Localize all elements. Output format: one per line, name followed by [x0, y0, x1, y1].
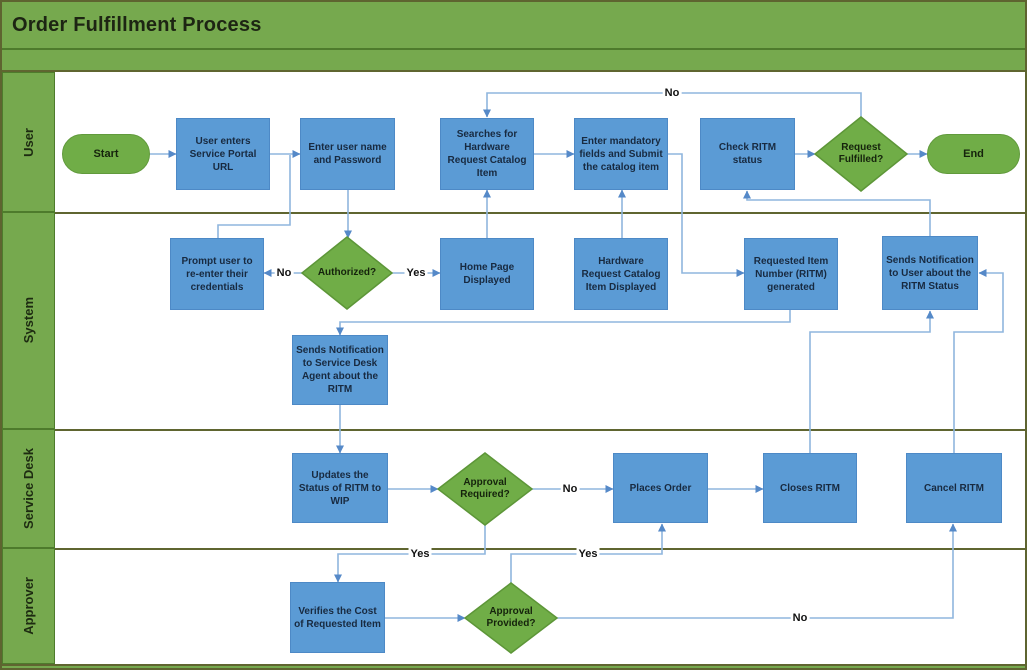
connector-approval-provided-no [557, 523, 957, 619]
node-shape-approval-provided [463, 582, 559, 654]
node-end: End [927, 134, 1020, 174]
node-sends-notification-to-service-desk-agent: Sends Notification to Service Desk Agent… [292, 335, 388, 405]
node-hardware-request-catalog-item-displayed: Hardware Request Catalog Item Displayed [574, 238, 668, 310]
node-searches-for-hardware-request-catalog-item: Searches for Hardware Request Catalog It… [440, 118, 534, 190]
node-verifies-cost-of-requested-item: Verifies the Cost of Requested Item [290, 582, 385, 653]
node-places-order: Places Order [613, 453, 708, 523]
node-requested-item-number-generated: Requested Item Number (RITM) generated [744, 238, 838, 310]
lane-divider [2, 212, 1025, 214]
connector-notify-user-to-check-ritm [743, 190, 931, 236]
node-start: Start [62, 134, 150, 174]
node-shape-approval-required [436, 452, 534, 526]
phase-band [2, 48, 1025, 72]
node-approval-required: Approval Required? [460, 476, 510, 501]
node-shape-authorized [300, 236, 394, 310]
edge-label-approval-provided-yes: Yes [576, 547, 600, 561]
lane-header-user: User [2, 72, 55, 212]
node-cancel-ritm: Cancel RITM [906, 453, 1002, 523]
node-enter-user-name-and-password: Enter user name and Password [300, 118, 395, 190]
node-authorized: Authorized? [317, 266, 377, 278]
edge-label-approval-provided-no: No [790, 611, 810, 625]
bottom-band [2, 664, 1025, 668]
node-sends-notification-to-user: Sends Notification to User about the RIT… [882, 236, 978, 310]
connector-ritm-generated-to-notify-agent [336, 308, 791, 336]
connector-cancel-to-notify-user [953, 269, 1004, 453]
edge-label-approval-required-yes: Yes [408, 547, 432, 561]
node-home-page-displayed: Home Page Displayed [440, 238, 534, 310]
connector-mandatory-to-ritm-generated [668, 153, 745, 277]
lane-header-approver: Approver [2, 548, 55, 664]
node-user-enters-service-portal-url: User enters Service Portal URL [176, 118, 270, 190]
lane-header-system: System [2, 212, 55, 429]
edge-label-fulfilled-no: No [662, 86, 682, 100]
title-band: Order Fulfillment Process [2, 2, 1025, 48]
node-prompt-user-re-enter-credentials: Prompt user to re-enter their credential… [170, 238, 264, 310]
node-approval-provided: Approval Provided? [486, 605, 536, 630]
node-closes-ritm: Closes RITM [763, 453, 857, 523]
edge-label-authorized-no: No [274, 266, 294, 280]
edge-label-approval-required-no: No [560, 482, 580, 496]
connector-closes-to-notify-user [809, 310, 934, 453]
connector-prompt-back-to-password [217, 155, 291, 238]
node-enter-mandatory-fields-and-submit: Enter mandatory fields and Submit the ca… [574, 118, 668, 190]
diagram-title: Order Fulfillment Process [12, 13, 262, 36]
lane-divider [2, 548, 1025, 550]
node-request-fulfilled: Request Fulfilled? [838, 141, 884, 166]
node-shape-request-fulfilled [813, 116, 909, 192]
lane-divider [2, 429, 1025, 431]
edge-label-authorized-yes: Yes [404, 266, 428, 280]
node-check-ritm-status: Check RITM status [700, 118, 795, 190]
lane-header-service-desk: Service Desk [2, 429, 55, 548]
node-updates-status-of-ritm-to-wip: Updates the Status of RITM to WIP [292, 453, 388, 523]
